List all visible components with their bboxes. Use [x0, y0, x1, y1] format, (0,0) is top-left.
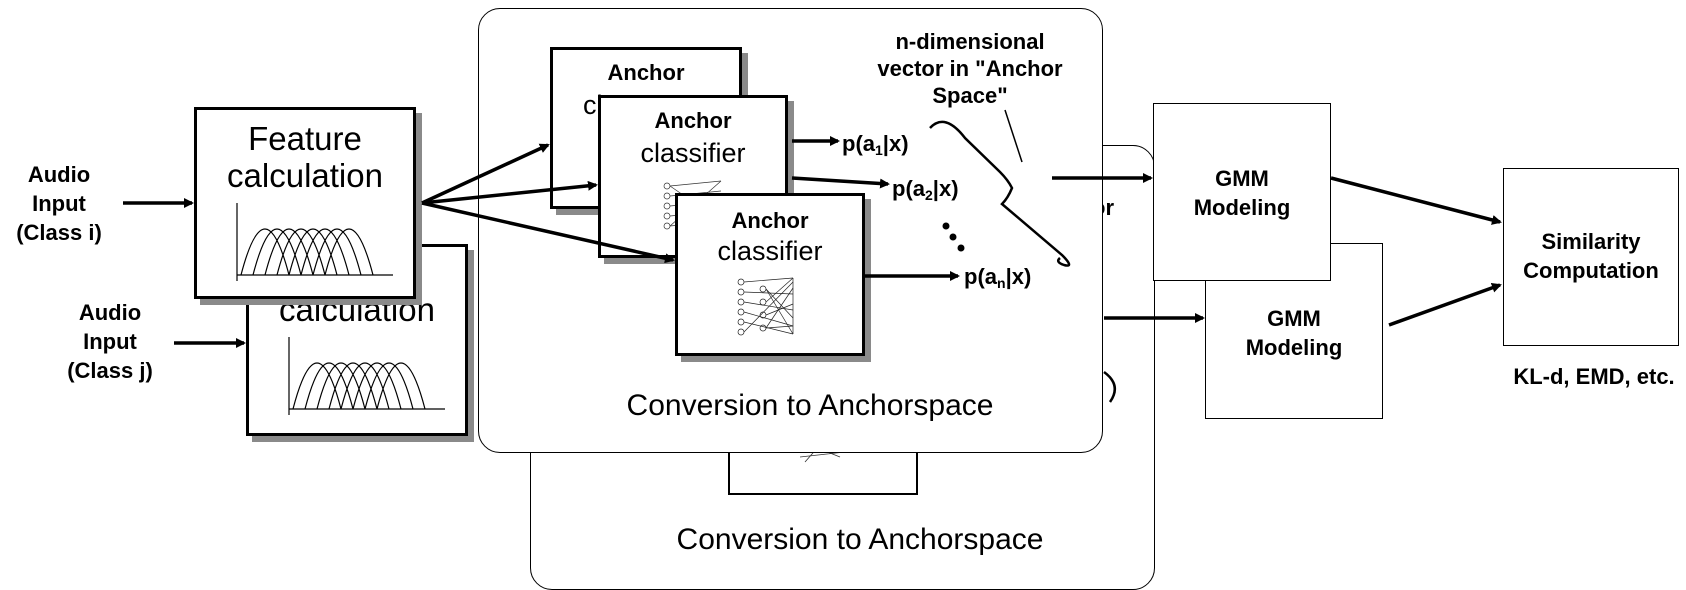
prob-a2: p(a2|x): [892, 176, 959, 203]
audio-input-i-line2: Input: [32, 191, 86, 216]
filterbank-icon: [288, 337, 445, 415]
feature-calculation-line1: Feature: [248, 120, 362, 157]
prob-a1: p(a1|x): [842, 131, 909, 158]
neural-network-icon: [737, 277, 794, 336]
gmm-back-label: GMM Modeling: [1206, 304, 1382, 362]
panel-label: Conversion to Anchorspace: [626, 389, 994, 422]
audio-input-j-line1: Audio: [78, 300, 142, 325]
arrow-gmm-similarity: [1330, 176, 1502, 225]
arrow-gmmback-similarity: [1388, 283, 1502, 327]
gmm-back-line2: Modeling: [1245, 335, 1343, 360]
prob-an: p(an|x): [964, 264, 1032, 291]
feature-calculation-box-i: Feature calculation: [194, 107, 416, 299]
anchor-title: Anchor: [607, 60, 685, 85]
metrics-label: KL-d, EMD, etc.: [1513, 364, 1675, 389]
gmm-box-front: GMM Modeling: [1153, 103, 1331, 281]
vector-brace: [929, 120, 1071, 267]
vector-note-line1: n-dimensional: [895, 29, 1045, 54]
similarity-line2: Computation: [1523, 258, 1659, 283]
audio-input-i-line3: (Class i): [16, 220, 102, 245]
audio-input-j: Audio Input (Class j): [55, 298, 165, 385]
anchor-classifier-n: Anchor classifier: [675, 193, 865, 356]
gmm-front-line2: Modeling: [1193, 195, 1291, 220]
gmm-back-line1: GMM: [1267, 306, 1321, 331]
note-pointer: [1004, 109, 1023, 163]
audio-input-j-line2: Input: [83, 329, 137, 354]
anchor-title: Anchor: [731, 208, 809, 233]
filterbank-icon: [236, 203, 393, 281]
arrow-feature-anchor1: [421, 143, 550, 205]
anchor-subtitle: classifier: [640, 138, 746, 168]
anchor-title: Anchor: [654, 108, 732, 133]
vector-note-line3: Space": [932, 83, 1008, 108]
similarity-label: Similarity Computation: [1504, 227, 1678, 285]
similarity-line1: Similarity: [1541, 229, 1641, 254]
arrow-anchor2-p: [791, 176, 890, 189]
audio-input-j-line3: (Class j): [67, 358, 153, 383]
vector-brace-clean: [926, 119, 1076, 266]
anchor-subtitle: classifier: [717, 236, 823, 266]
ellipsis-dot-2: [949, 233, 957, 241]
ellipsis-dot-1: [942, 222, 950, 230]
similarity-box: Similarity Computation: [1503, 168, 1679, 346]
anchor-subtitle-partial: cl: [583, 90, 603, 120]
arrow-feature-anchorn: [421, 201, 675, 264]
arrow-feature-anchor2: [421, 180, 598, 205]
feature-calculation-line2: calculation: [227, 157, 383, 194]
panel-label-back: Conversion to Anchorspace: [676, 523, 1044, 556]
gmm-front-line1: GMM: [1215, 166, 1269, 191]
audio-input-i-line1: Audio: [27, 162, 91, 187]
ellipsis-dot-3: [957, 244, 965, 252]
back-brace-fragment: [1103, 370, 1117, 403]
vector-note: n-dimensional vector in "Anchor Space": [850, 28, 1090, 109]
vector-note-line2: vector in "Anchor: [877, 56, 1063, 81]
audio-input-i: Audio Input (Class i): [4, 160, 114, 247]
gmm-front-label: GMM Modeling: [1154, 164, 1330, 222]
